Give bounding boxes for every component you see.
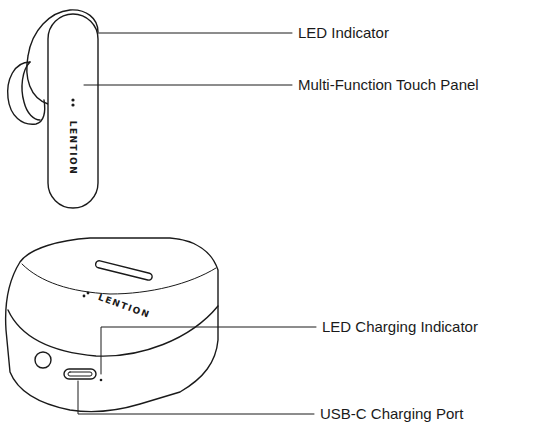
brand-logo: LENTION	[68, 121, 78, 176]
logo-mark	[83, 295, 86, 298]
case-seam	[8, 306, 218, 356]
case-top-edge	[22, 264, 216, 294]
logo-mark	[71, 98, 74, 101]
case-body	[6, 238, 218, 412]
logo-mark	[87, 292, 90, 295]
case-slot	[95, 260, 153, 281]
leader-line	[101, 327, 316, 374]
leader-line	[84, 85, 292, 86]
callout-label: USB-C Charging Port	[320, 405, 463, 423]
callout-label: LED Indicator	[298, 24, 389, 42]
leader-line	[78, 381, 314, 414]
led-dot	[100, 379, 103, 382]
callout-label: LED Charging Indicator	[322, 318, 478, 336]
callout-label: Multi-Function Touch Panel	[298, 76, 479, 94]
pairing-button	[35, 352, 51, 368]
usb-c-port-inner	[68, 372, 92, 376]
logo-mark	[71, 103, 74, 106]
leader-line	[98, 33, 292, 34]
earbud-stem	[48, 14, 98, 208]
ear-tip-inner	[22, 62, 40, 120]
usb-c-port	[64, 369, 96, 379]
